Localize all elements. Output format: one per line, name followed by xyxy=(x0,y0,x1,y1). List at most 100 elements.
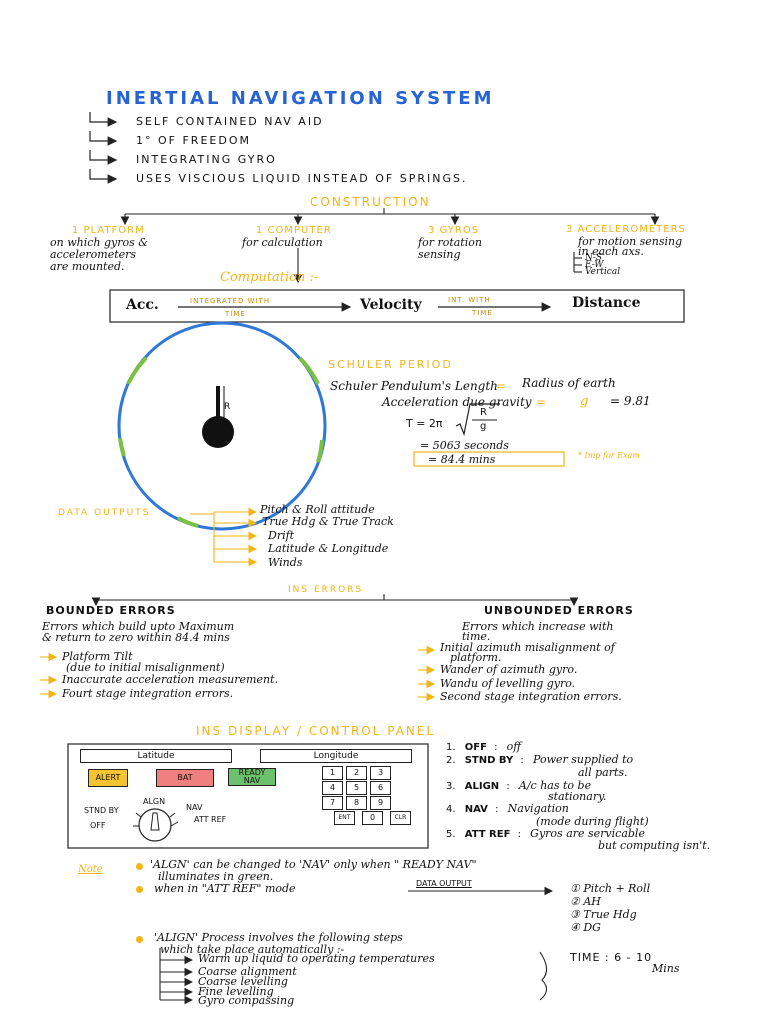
mode-1-val: off xyxy=(506,740,522,753)
note-bullet-2 xyxy=(136,886,143,893)
note-bullet-1 xyxy=(136,863,143,870)
align-step-5: Gyro compassing xyxy=(198,994,295,1007)
bullet-4: USES VISCIOUS LIQUID INSTEAD OF SPRINGS. xyxy=(136,172,468,185)
accel-sub-2: E-W xyxy=(585,260,604,270)
mode-4: 4. NAV : Navigation xyxy=(446,802,569,816)
note-1-line-2: illuminates in green. xyxy=(158,870,274,883)
key-0[interactable]: 0 xyxy=(362,811,383,825)
att-output-3: ③ True Hdg xyxy=(570,908,637,921)
mode-3: 3. ALIGN : A/c has to be xyxy=(446,779,592,793)
knob-nav: NAV xyxy=(186,803,203,812)
schuler-line1-b: Radius of earth xyxy=(522,376,616,390)
flow-arrow1-bottom: TIME xyxy=(225,310,246,318)
key-ent[interactable]: ENT xyxy=(334,811,355,825)
align-step-1: Warm up liquid to operating temperatures xyxy=(198,952,435,965)
computer-head: 1 COMPUTER xyxy=(256,225,332,236)
data-output-5: Winds xyxy=(268,556,303,569)
knob-off: OFF xyxy=(90,821,106,830)
key-8[interactable]: 8 xyxy=(346,796,367,810)
data-output-4: Latitude & Longitude xyxy=(268,542,389,555)
schuler-line2-eq: = xyxy=(536,395,547,409)
align-step-2: Coarse alignment xyxy=(198,965,297,978)
formula-seconds: = 5063 seconds xyxy=(420,439,509,452)
att-output-2: ② AH xyxy=(570,895,601,908)
note-3-line-1: 'ALIGN' Process involves the following s… xyxy=(154,931,403,944)
mode-1-key: OFF xyxy=(464,742,487,753)
data-output-2: True Hdg & True Track xyxy=(262,515,394,528)
panel-title: INS DISPLAY / CONTROL PANEL xyxy=(196,724,436,738)
mode-4-val: Navigation xyxy=(507,802,569,815)
key-5[interactable]: 5 xyxy=(346,781,367,795)
platform-desc-2: accelerometers xyxy=(50,248,137,261)
key-7[interactable]: 7 xyxy=(322,796,343,810)
bounded-item-1b: (due to initial misalignment) xyxy=(66,661,225,674)
key-1[interactable]: 1 xyxy=(322,766,343,780)
key-6[interactable]: 6 xyxy=(370,781,391,795)
mode-5: 5. ATT REF : Gyros are servicable xyxy=(446,827,645,841)
flow-arrow2-top: INT. WITH xyxy=(448,296,491,304)
flow-velocity: Velocity xyxy=(360,297,422,313)
mode-2-key: STND BY xyxy=(464,755,514,766)
unbounded-item-4: Second stage integration errors. xyxy=(440,690,622,703)
data-output-label: DATA OUTPUT xyxy=(416,879,472,888)
mode-5-num: 5. xyxy=(446,829,456,840)
unbounded-desc-2: time. xyxy=(462,630,491,643)
knob-stndby: STND BY xyxy=(84,806,119,815)
mode-2-num: 2. xyxy=(446,755,456,766)
mode-2: 2. STND BY : Power supplied to xyxy=(446,753,634,767)
mode-3-val-2: stationary. xyxy=(548,790,607,803)
mode-1: 1. OFF : off xyxy=(446,740,522,754)
alert-light: ALERT xyxy=(88,769,128,787)
key-3[interactable]: 3 xyxy=(370,766,391,780)
mode-2-val: Power supplied to xyxy=(532,753,634,766)
key-9[interactable]: 9 xyxy=(370,796,391,810)
page-title: INERTIAL NAVIGATION SYSTEM xyxy=(106,88,495,109)
formula-mins: = 84.4 mins xyxy=(428,453,496,466)
mode-2-val-2: all parts. xyxy=(578,766,628,779)
gyros-desc-1: for rotation xyxy=(418,236,482,249)
schuler-line1-eq: = xyxy=(496,379,507,393)
mode-5-key: ATT REF xyxy=(464,829,511,840)
formula-r: R xyxy=(480,407,487,418)
ready-nav-light: READY NAV xyxy=(228,768,276,786)
note-bullet-3 xyxy=(136,936,143,943)
mode-4-val-2: (mode during flight) xyxy=(536,815,649,828)
key-clr[interactable]: CLR xyxy=(390,811,411,825)
knob-attref: ATT REF xyxy=(194,815,227,824)
mode-5-val: Gyros are servicable xyxy=(530,827,645,840)
mode-4-num: 4. xyxy=(446,804,456,815)
ready-label-2: NAV xyxy=(243,776,261,785)
note-1-line-1: 'ALGN' can be changed to 'NAV' only when… xyxy=(150,858,477,871)
computation-label: Computation :- xyxy=(220,270,319,285)
align-step-4: Fine levelling xyxy=(198,985,274,998)
att-output-4: ④ DG xyxy=(570,921,601,934)
schuler-line2-b: = 9.81 xyxy=(610,394,651,408)
radius-label: R xyxy=(224,402,231,412)
bat-light: BAT xyxy=(156,769,214,787)
unbounded-item-2: Wander of azimuth gyro. xyxy=(440,663,578,676)
bounded-item-1: Platform Tilt xyxy=(62,650,133,663)
accelerometers-head: 3 ACCELEROMETERS xyxy=(566,224,686,235)
bullet-1: SELF CONTAINED NAV AID xyxy=(136,115,324,128)
mode-1-num: 1. xyxy=(446,742,456,753)
mode-selector-knob[interactable] xyxy=(140,810,170,840)
ready-label-1: READY xyxy=(238,768,266,777)
bounded-title: BOUNDED ERRORS xyxy=(46,604,176,617)
align-time-mins: Mins xyxy=(652,962,680,975)
unbounded-desc-1: Errors which increase with xyxy=(462,620,614,633)
schuler-line1-a: Schuler Pendulum's Length xyxy=(330,379,498,393)
gyros-head: 3 GYROS xyxy=(428,225,480,236)
formula-g: g xyxy=(480,421,487,432)
bounded-item-3: Fourt stage integration errors. xyxy=(62,687,234,700)
platform-head: 1 PLATFORM xyxy=(72,225,145,236)
key-4[interactable]: 4 xyxy=(322,781,343,795)
flow-distance: Distance xyxy=(572,295,641,311)
ins-errors-title: INS ERRORS xyxy=(288,585,364,595)
flow-acc: Acc. xyxy=(126,297,159,313)
att-output-1: ① Pitch + Roll xyxy=(570,882,651,895)
accel-sub-3: Vertical xyxy=(585,267,621,277)
note-2: when in "ATT REF" mode xyxy=(154,882,296,895)
bullet-2: 1° OF FREEDOM xyxy=(136,134,251,147)
platform-desc-3: are mounted. xyxy=(50,260,125,273)
key-2[interactable]: 2 xyxy=(346,766,367,780)
